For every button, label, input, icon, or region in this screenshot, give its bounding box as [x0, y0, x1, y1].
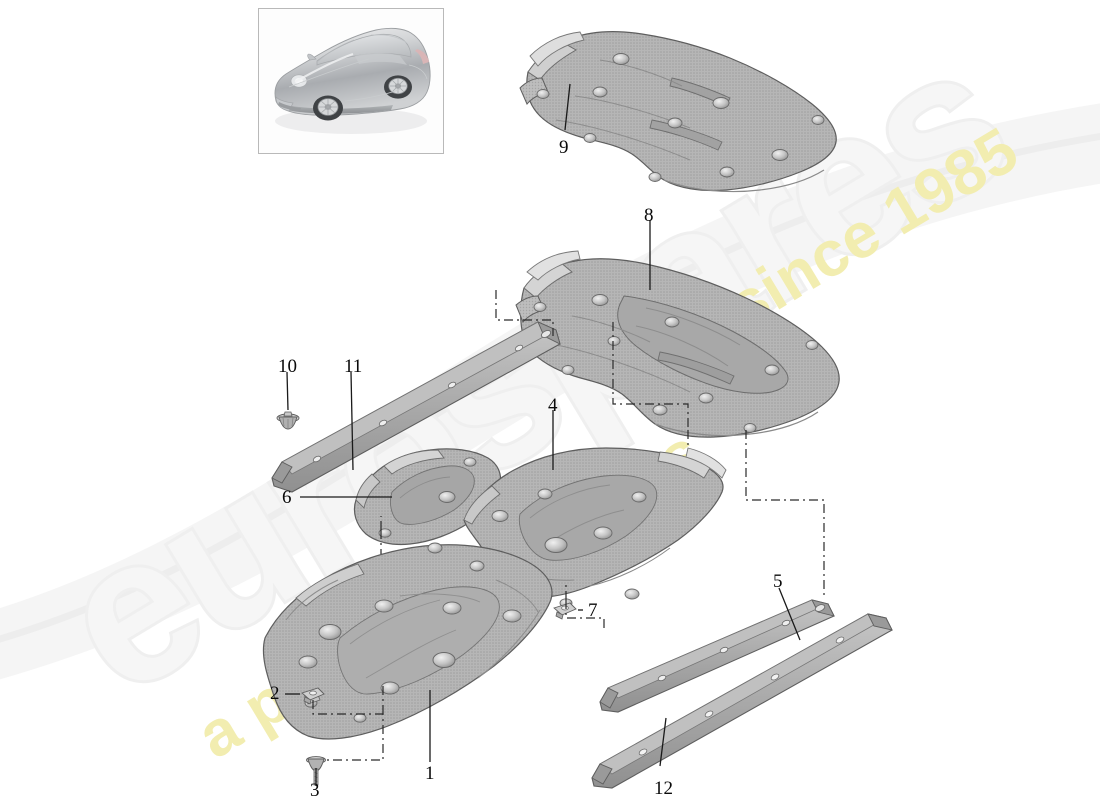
callout-12: 12	[654, 779, 673, 798]
leader-12	[660, 718, 666, 766]
callout-3: 3	[310, 781, 320, 800]
callout-7: 7	[588, 601, 598, 620]
connector-8-right	[613, 322, 688, 430]
leader-10	[287, 372, 288, 410]
callout-10: 10	[278, 357, 297, 376]
callout-11: 11	[344, 357, 362, 376]
callout-2: 2	[270, 684, 280, 703]
callout-4: 4	[548, 396, 558, 415]
connector-1-2-3	[313, 700, 383, 760]
callout-9: 9	[559, 138, 569, 157]
leader-9	[565, 84, 570, 130]
connector-8-to-5	[746, 430, 824, 596]
leader-5	[779, 588, 800, 640]
callout-6: 6	[282, 488, 292, 507]
leader-11	[351, 372, 353, 470]
connector-4-7	[566, 600, 604, 630]
callout-8: 8	[644, 206, 654, 225]
connector-8-left	[496, 290, 553, 336]
callout-1: 1	[425, 764, 435, 783]
callout-5: 5	[773, 572, 783, 591]
